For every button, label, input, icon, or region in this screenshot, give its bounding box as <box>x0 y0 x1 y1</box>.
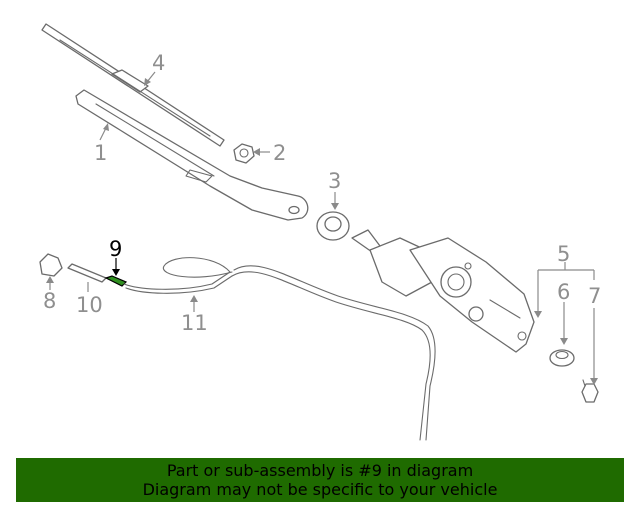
callout-5: 5 <box>557 242 570 266</box>
callout-8: 8 <box>43 289 56 313</box>
callout-9: 9 <box>109 237 122 261</box>
callout-1: 1 <box>94 141 107 165</box>
wiper-blade[interactable] <box>41 23 225 147</box>
banner-line-2: Diagram may not be specific to your vehi… <box>142 480 498 499</box>
hose-joint-highlighted[interactable] <box>104 275 128 287</box>
grommet[interactable] <box>316 211 350 241</box>
leader-lines <box>46 71 598 385</box>
washer-nozzle[interactable] <box>39 253 63 277</box>
banner-line-1: Part or sub-assembly is #9 in diagram <box>166 461 474 480</box>
callout-7: 7 <box>588 284 601 308</box>
info-banner: Part or sub-assembly is #9 in diagram Di… <box>16 458 624 502</box>
bolt[interactable] <box>581 379 599 403</box>
wiper-motor-assembly[interactable] <box>351 229 535 353</box>
callout-11: 11 <box>181 311 208 335</box>
nut[interactable] <box>233 143 255 164</box>
callout-2: 2 <box>273 141 286 165</box>
callout-6: 6 <box>557 280 570 304</box>
wiper-arm[interactable] <box>75 89 309 221</box>
callout-3: 3 <box>328 169 341 193</box>
callout-4: 4 <box>152 51 165 75</box>
callout-10: 10 <box>76 293 103 317</box>
washer-hose[interactable] <box>123 257 436 441</box>
bushing[interactable] <box>549 349 575 367</box>
connector-hose[interactable] <box>67 263 107 283</box>
